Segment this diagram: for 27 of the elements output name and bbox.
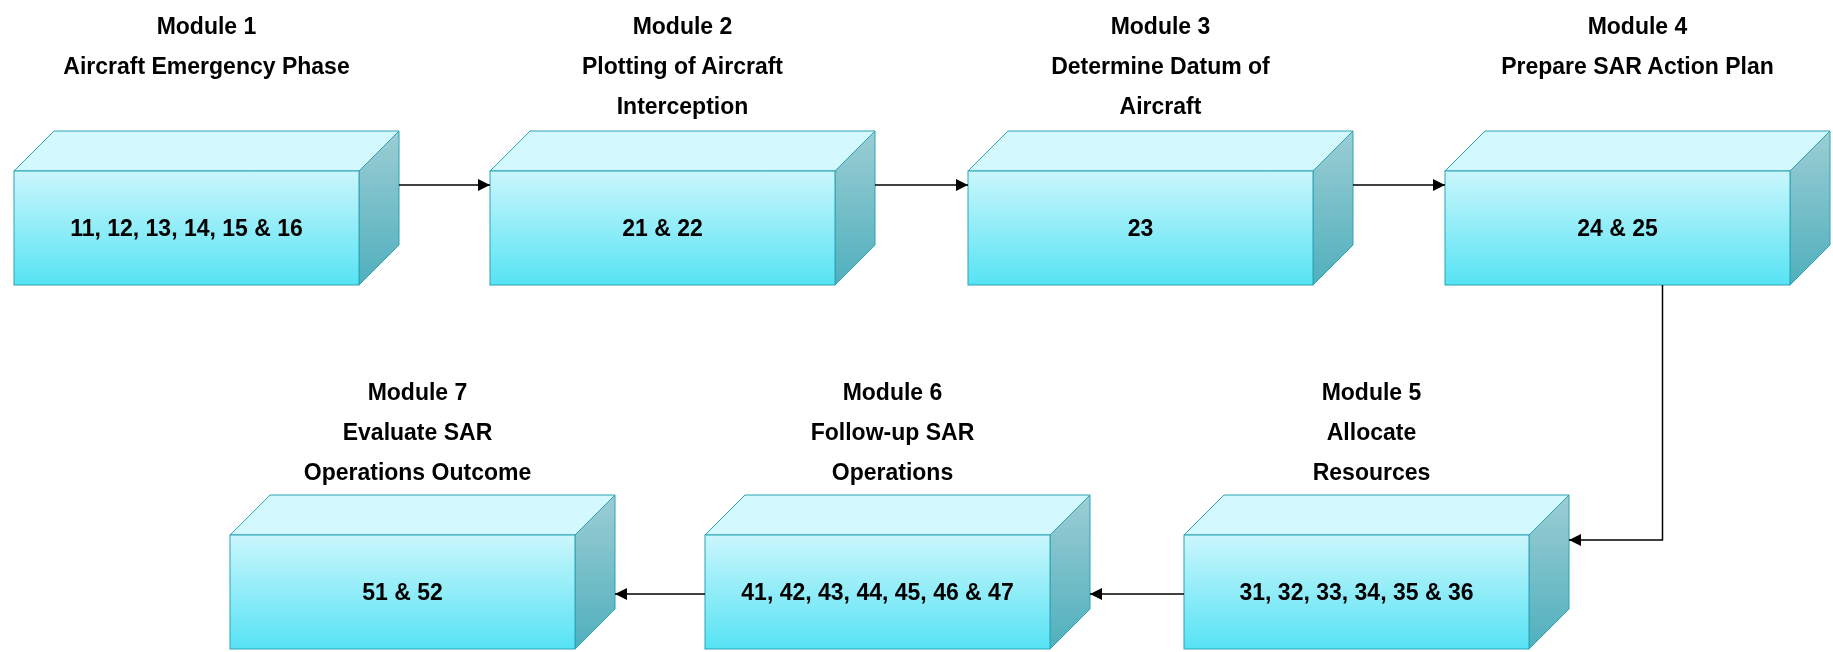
module-heading: Module 3 xyxy=(1109,12,1212,41)
activity-numbers: 11, 12, 13, 14, 15 & 16 xyxy=(70,214,303,243)
arrow xyxy=(1352,179,1446,191)
arrow xyxy=(614,588,706,600)
arrow xyxy=(1568,284,1664,546)
arrow xyxy=(1089,588,1185,600)
module-heading: Allocate Resources xyxy=(1311,418,1432,487)
activity-numbers: 31, 32, 33, 34, 35 & 36 xyxy=(1239,578,1474,607)
activity-numbers: 24 & 25 xyxy=(1577,214,1658,243)
module-heading: Module 1 xyxy=(155,12,258,41)
module-heading: Prepare SAR Action Plan xyxy=(1500,52,1775,81)
module-heading: Follow-up SAR Operations xyxy=(809,418,976,487)
activity-numbers: 23 xyxy=(1127,214,1154,243)
module-heading: Aircraft Emergency Phase xyxy=(62,52,351,81)
module-heading: Evaluate SAR Operations Outcome xyxy=(302,418,533,487)
module-heading: Determine Datum of Aircraft xyxy=(1050,52,1271,121)
activity-numbers: 21 & 22 xyxy=(622,214,703,243)
arrow xyxy=(398,179,491,191)
module-heading: Module 5 xyxy=(1320,378,1423,407)
module-heading: Module 2 xyxy=(631,12,734,41)
module-heading: Module 4 xyxy=(1586,12,1689,41)
arrow xyxy=(874,179,969,191)
module-heading: Module 7 xyxy=(366,378,469,407)
module-heading: Module 6 xyxy=(841,378,944,407)
module-heading: Plotting of Aircraft Interception xyxy=(581,52,784,121)
activity-numbers: 41, 42, 43, 44, 45, 46 & 47 xyxy=(741,578,1014,607)
activity-numbers: 51 & 52 xyxy=(362,578,443,607)
